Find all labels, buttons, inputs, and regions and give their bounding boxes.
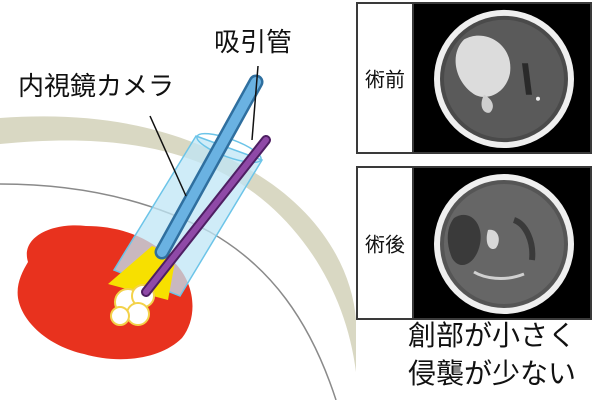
caption-line-1: 創部が小さく (408, 319, 577, 352)
leader-line-endoscope (149, 115, 187, 197)
caption-line-2: 侵襲が少ない (408, 357, 577, 390)
light-beam (108, 246, 176, 300)
ct-tag-postop: 術後 (358, 168, 414, 318)
preop-label: 術前 (365, 67, 405, 92)
ct-panel-postop: 術後 (356, 166, 592, 320)
surgery-diagram (0, 65, 356, 400)
ct-tag-preop: 術前 (358, 4, 414, 152)
brain-ct-slice-icon (414, 168, 590, 318)
leader-line-suction (251, 65, 259, 141)
endoscope-label: 内視鏡カメラ (18, 72, 175, 102)
ct-panel-preop: 術前 (356, 2, 592, 154)
suction-tube-label: 吸引管 (214, 28, 293, 58)
endoscope-rod-highlight (157, 77, 261, 257)
brain-ct-slice-icon (414, 4, 590, 152)
postop-label: 術後 (365, 232, 405, 257)
suction-tube-highlight (143, 137, 269, 295)
